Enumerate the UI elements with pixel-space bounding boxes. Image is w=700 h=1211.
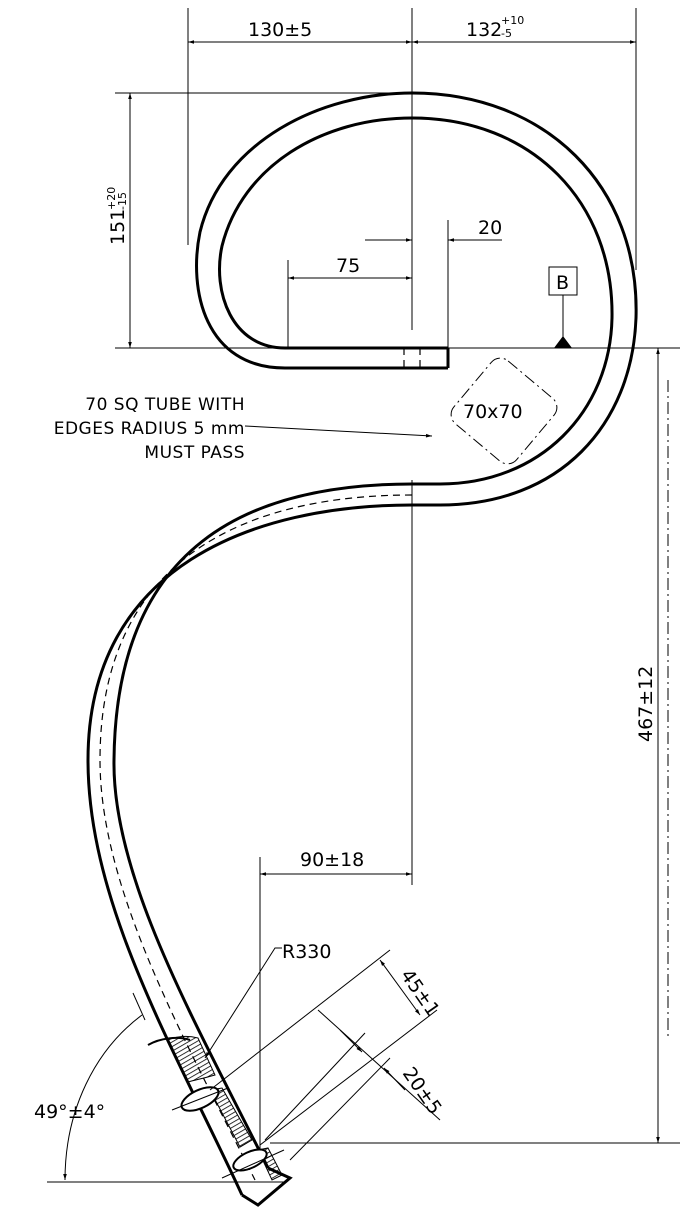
dim-hook-height-upper-tol: +20 <box>105 187 118 210</box>
clearance-box <box>450 357 558 465</box>
dim-tip-offset: 20±5 <box>398 1063 446 1118</box>
clearance-box-label: 70x70 <box>463 401 523 423</box>
dim-hook-height-lower-tol: -15 <box>116 192 129 210</box>
hardfacing-sections <box>147 1035 283 1181</box>
svg-text:MUST PASS: MUST PASS <box>144 443 245 463</box>
dim-gap: 20 <box>478 217 502 239</box>
dim-left-width: 130±5 <box>248 19 312 41</box>
svg-text:70 SQ TUBE WITH: 70 SQ TUBE WITH <box>85 395 245 415</box>
datum-label: B <box>556 272 569 294</box>
dim-hook-height: 151 <box>107 209 129 245</box>
dim-offset: 90±18 <box>300 849 364 871</box>
angle-extension-line <box>132 992 146 1021</box>
dim-right-width: 132 <box>466 19 502 41</box>
note-leader <box>244 425 433 438</box>
dim-radius: R330 <box>282 941 331 963</box>
radius-leader <box>204 947 282 1059</box>
dim-tip-length: 45±1 <box>396 965 444 1020</box>
svg-text:EDGES RADIUS 5 mm: EDGES RADIUS 5 mm <box>54 419 245 439</box>
dim-right-width-upper-tol: +10 <box>501 14 524 27</box>
dim-right-width-lower-tol: -5 <box>501 27 512 40</box>
clearance-note: 70 SQ TUBE WITH EDGES RADIUS 5 mm MUST P… <box>54 395 245 463</box>
dim-overall-height: 467±12 <box>635 666 657 742</box>
dim-tab-length: 75 <box>336 255 360 277</box>
angle-arc <box>63 1014 143 1181</box>
datum-triangle-icon <box>554 336 572 348</box>
tip-dimension-lines <box>171 949 441 1179</box>
dim-angle: 49°±4° <box>34 1101 105 1123</box>
